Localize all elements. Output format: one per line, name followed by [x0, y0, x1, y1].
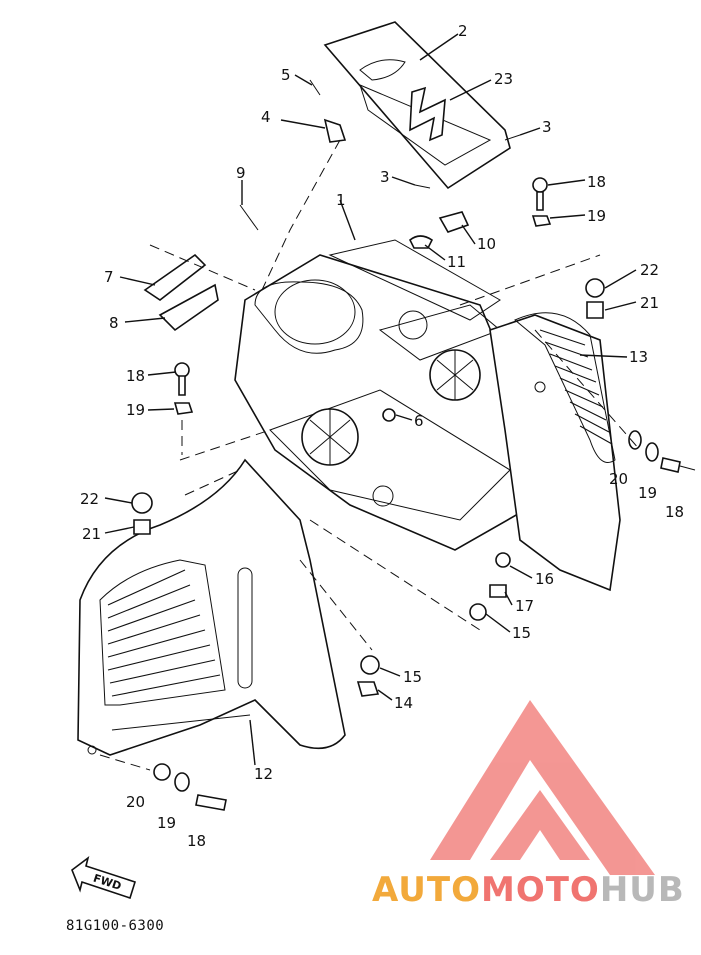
callout-16: 16 — [535, 570, 554, 588]
callout-3-right: 3 — [542, 118, 552, 136]
watermark-part-auto: AUTO — [372, 870, 481, 910]
callout-18-top: 18 — [587, 173, 606, 191]
callout-6: 6 — [414, 412, 424, 430]
callout-15-upper: 15 — [512, 624, 531, 642]
callout-21-right: 21 — [640, 294, 659, 312]
main-front-cover — [234, 239, 526, 551]
callout-15-lower: 15 — [403, 668, 422, 686]
callout-14: 14 — [394, 694, 413, 712]
callout-13: 13 — [629, 348, 648, 366]
callout-23: 23 — [494, 70, 513, 88]
watermark-part-hub: HUB — [599, 870, 685, 910]
callout-19-bottom: 19 — [157, 814, 176, 832]
callout-19-top: 19 — [587, 207, 606, 225]
callout-18-right: 18 — [665, 503, 684, 521]
callout-9: 9 — [236, 164, 246, 182]
leader-lines — [99, 33, 641, 771]
callout-5: 5 — [281, 66, 291, 84]
callout-19-right: 19 — [638, 484, 657, 502]
callout-2: 2 — [458, 22, 468, 40]
bracket-set — [143, 253, 219, 332]
callout-1: 1 — [336, 191, 346, 209]
callout-18-bottom: 18 — [187, 832, 206, 850]
right-side-duct — [489, 312, 621, 592]
callout-10: 10 — [477, 235, 496, 253]
watermark-logo-icon — [430, 700, 655, 875]
left-side-duct — [77, 458, 346, 756]
fasteners — [131, 79, 696, 811]
callout-19-left: 19 — [126, 401, 145, 419]
callout-22-left: 22 — [80, 490, 99, 508]
callout-11: 11 — [447, 253, 466, 271]
callout-20-right: 20 — [609, 470, 628, 488]
forward-arrow: FWD — [71, 856, 136, 900]
watermark-text: AUTOMOTOHUB — [372, 870, 685, 910]
watermark-part-moto: MOTO — [480, 870, 600, 910]
callout-21-left: 21 — [82, 525, 101, 543]
callout-3-left: 3 — [380, 168, 390, 186]
callout-12: 12 — [254, 765, 273, 783]
callout-4: 4 — [261, 108, 271, 126]
drawing-code: 81G100-6300 — [66, 918, 165, 934]
callout-8: 8 — [109, 314, 119, 332]
callout-17: 17 — [515, 597, 534, 615]
top-cover-panel — [323, 21, 511, 190]
callout-18-left: 18 — [126, 367, 145, 385]
callout-20-bottom: 20 — [126, 793, 145, 811]
callout-labels: 1 2 3 3 4 5 6 7 8 9 10 11 12 13 14 15 15… — [80, 22, 684, 850]
callout-22-right: 22 — [640, 261, 659, 279]
callout-7: 7 — [104, 268, 114, 286]
